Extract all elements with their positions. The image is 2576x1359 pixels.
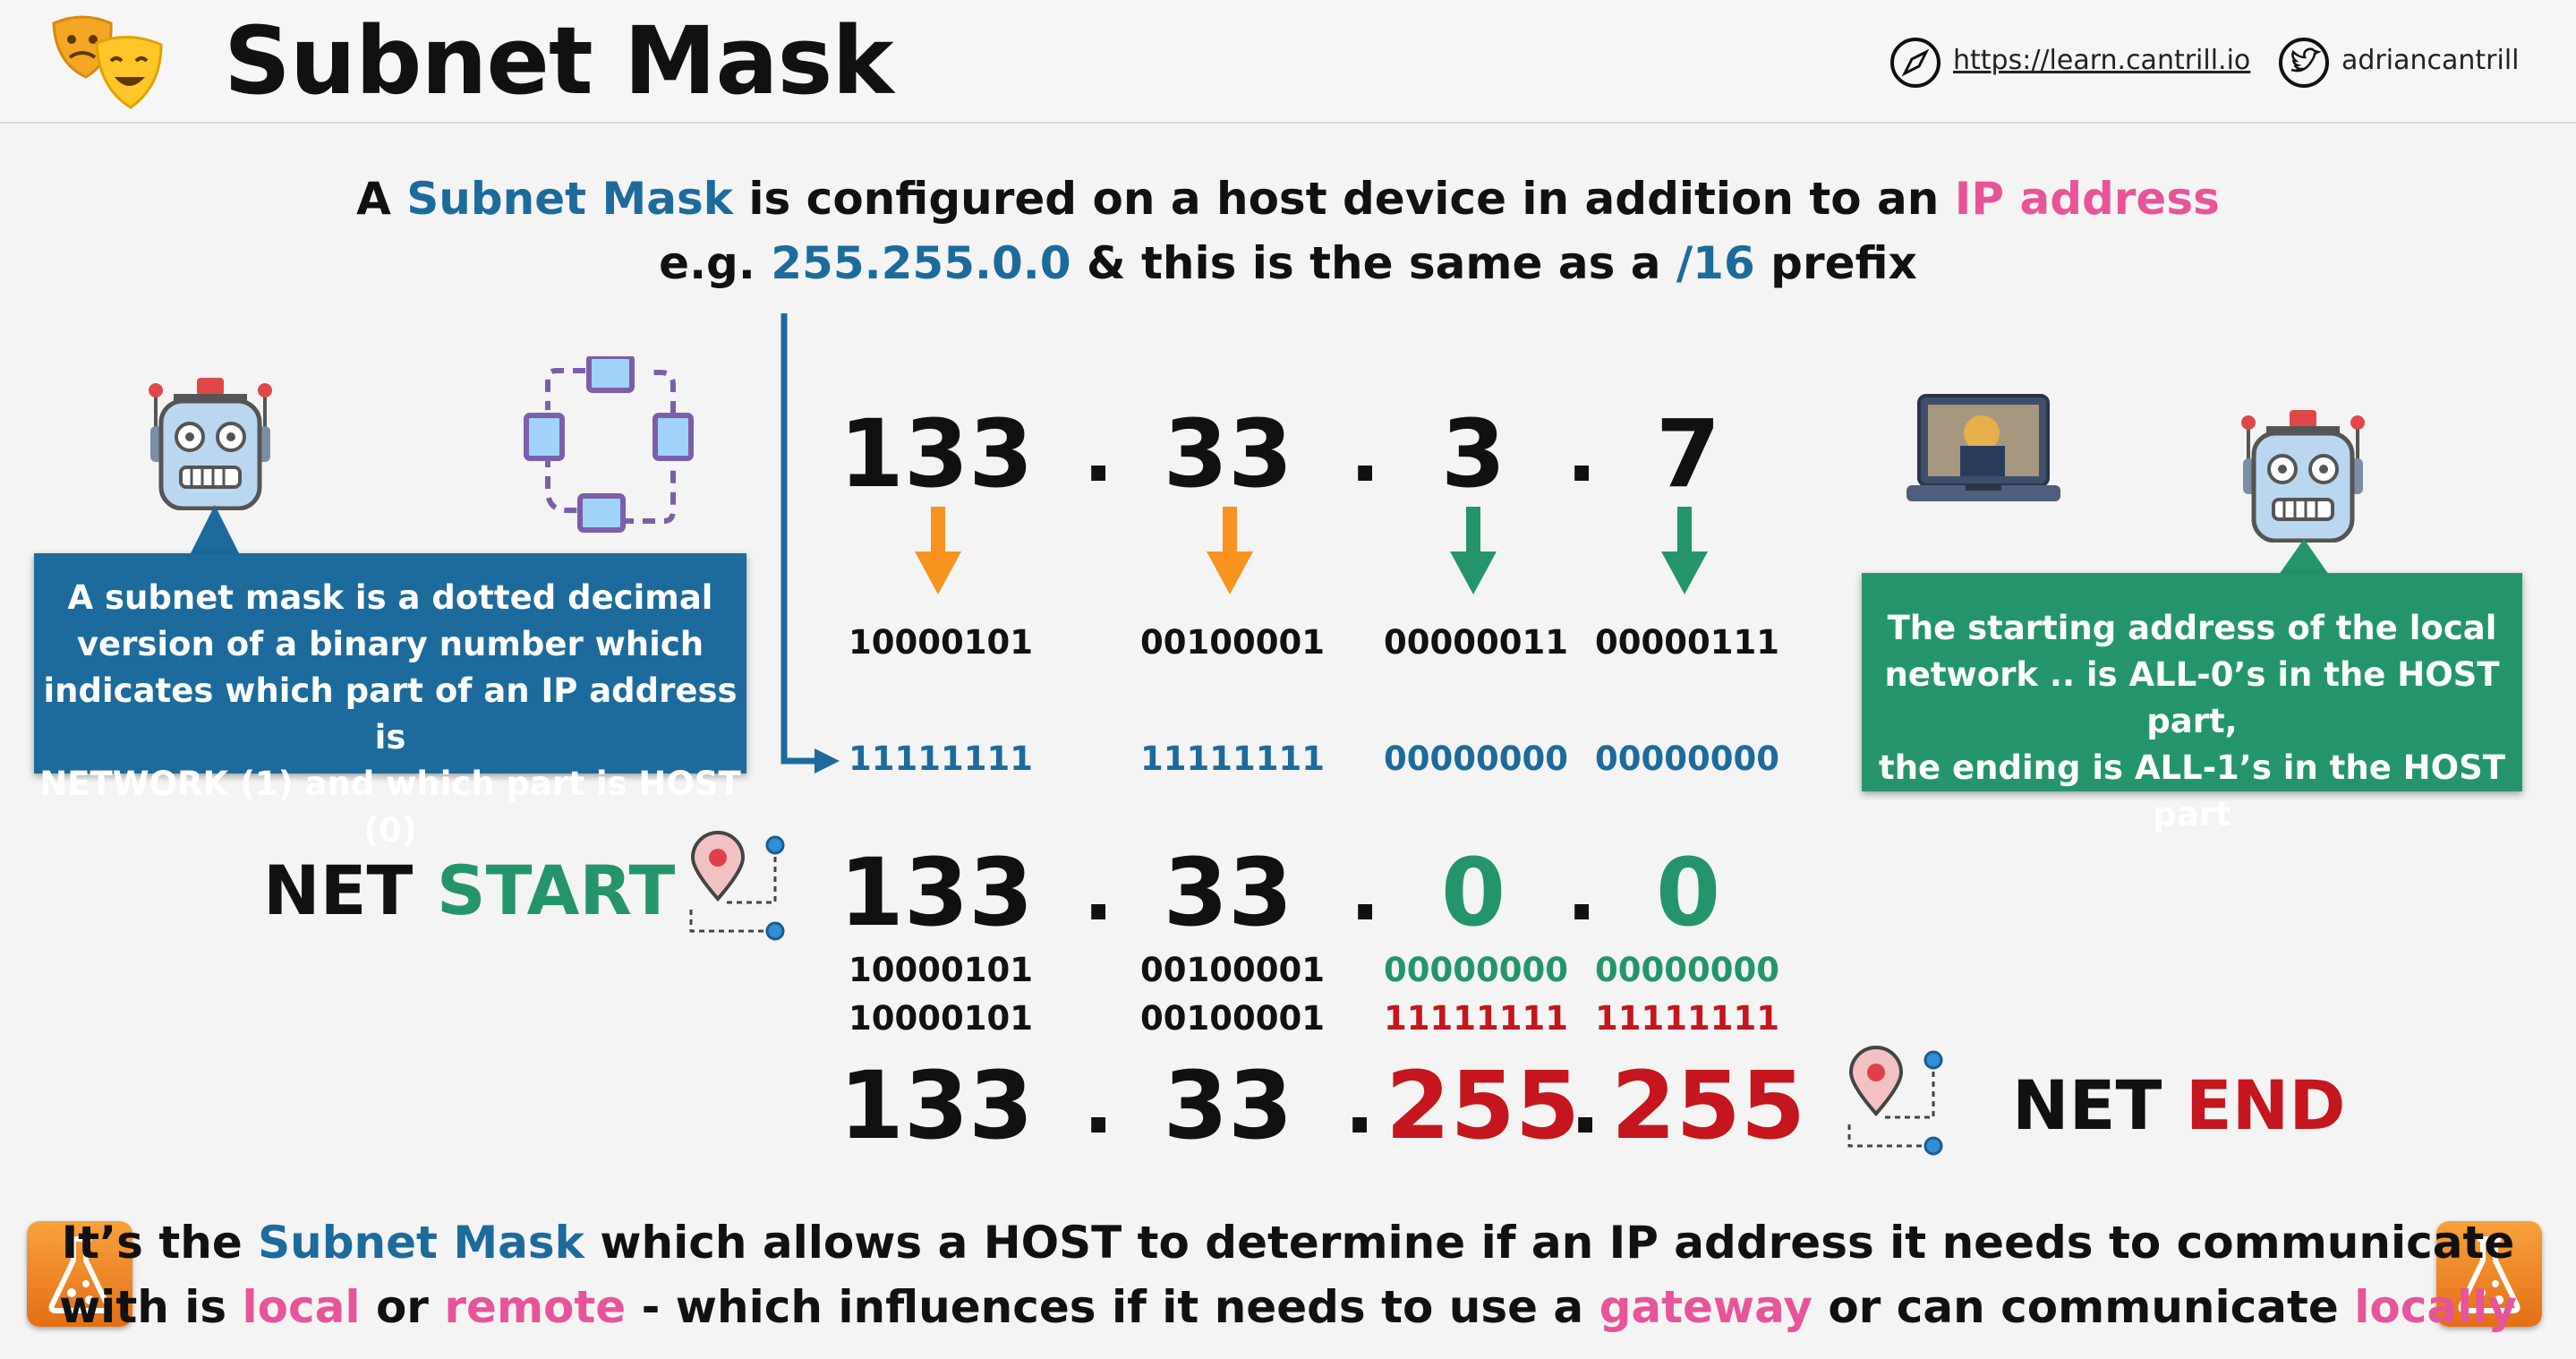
footer-text: or can communicate	[1812, 1281, 2355, 1333]
ip-octet-2: 33	[1163, 399, 1293, 509]
start-word: START	[436, 850, 676, 930]
flask-icon	[2436, 1221, 2542, 1327]
intro-term-subnet-mask: Subnet Mask	[406, 173, 733, 225]
footer-term-gateway: gateway	[1599, 1281, 1813, 1333]
ip-binary-3: 00000011	[1384, 623, 1568, 662]
footer-text: which allows a HOST to determine if an I…	[584, 1217, 2515, 1269]
intro-line-2: e.g. 255.255.0.0 & this is the same as a…	[0, 231, 2576, 295]
end-octet-4: 255	[1611, 1051, 1806, 1160]
net-label-word: NET	[2012, 1065, 2162, 1145]
footer-text: - which influences if it needs to use a	[626, 1281, 1599, 1333]
footer-term-local: local	[242, 1281, 361, 1333]
start-octet-2: 33	[1163, 838, 1293, 947]
octet-separator: .	[1083, 1058, 1114, 1152]
octet-separator: .	[1566, 845, 1598, 939]
ip-binary-2: 00100001	[1140, 623, 1325, 662]
theater-masks-icon	[52, 15, 163, 109]
intro-text: A	[356, 173, 407, 225]
footer-term-remote: remote	[444, 1281, 627, 1333]
twitter-icon	[2279, 38, 2329, 88]
orange-down-arrow-icon	[915, 507, 961, 594]
network-topology-icon	[524, 356, 694, 533]
footer-term-subnet-mask: Subnet Mask	[258, 1217, 584, 1269]
callout-line: A subnet mask is a dotted decimal	[67, 578, 713, 617]
start-binary-1: 10000101	[849, 951, 1033, 989]
callout-line: indicates which part of an IP address is	[43, 671, 738, 756]
footer-text: with is	[58, 1281, 243, 1333]
end-word: END	[2185, 1065, 2346, 1145]
callout-line: network .. is ALL-0’s in the HOST part,	[1884, 655, 2500, 740]
octet-separator: .	[1350, 406, 1381, 500]
intro-text: is configured on a host device in additi…	[732, 173, 1955, 225]
footer-line-1: It’s the Subnet Mask which allows a HOST…	[0, 1210, 2576, 1275]
orange-down-arrow-icon	[1207, 507, 1253, 594]
intro-text: prefix	[1754, 237, 1917, 289]
header-bar: Subnet Mask https://learn.cantrill.io ad…	[0, 0, 2576, 124]
intro-text: & this is the same as a	[1070, 237, 1676, 289]
mask-connector-arrow	[780, 313, 840, 774]
octet-separator: .	[1083, 845, 1114, 939]
start-binary-3: 00000000	[1384, 951, 1568, 989]
net-end-label: NET END	[2012, 1065, 2345, 1146]
right-callout: The starting address of the local networ…	[1862, 573, 2522, 833]
end-octet-3: 255	[1386, 1051, 1581, 1160]
website-link[interactable]: https://learn.cantrill.io	[1953, 45, 2251, 76]
octet-separator: .	[1344, 1058, 1376, 1152]
octet-separator: .	[1570, 1058, 1601, 1152]
mask-binary-4: 00000000	[1595, 739, 1779, 778]
octet-separator: .	[1566, 406, 1598, 500]
callout-line: The starting address of the local	[1887, 609, 2497, 647]
callout-pointer	[2279, 539, 2329, 575]
intro-term-ip-address: IP address	[1954, 173, 2220, 225]
end-binary-3: 11111111	[1384, 999, 1568, 1038]
callout-line: the ending is ALL-1’s in the HOST part	[1879, 748, 2505, 833]
start-octet-3: 0	[1440, 838, 1506, 947]
twitter-handle[interactable]: adriancantrill	[2341, 45, 2520, 76]
ip-octet-4: 7	[1655, 399, 1721, 509]
robot-icon	[149, 378, 272, 510]
flask-icon	[27, 1221, 132, 1327]
start-binary-2: 00100001	[1140, 951, 1325, 989]
left-callout: A subnet mask is a dotted decimal versio…	[34, 553, 746, 850]
callout-pointer	[190, 505, 240, 555]
end-binary-1: 10000101	[849, 999, 1033, 1038]
ip-octet-1: 133	[839, 399, 1034, 509]
ip-binary-1: 10000101	[849, 623, 1033, 662]
net-start-label: NET START	[263, 850, 675, 931]
location-pin-icon	[1847, 1046, 1943, 1156]
mask-binary-2: 11111111	[1140, 739, 1325, 778]
mask-binary-1: 11111111	[849, 739, 1033, 778]
octet-separator: .	[1350, 845, 1381, 939]
mask-binary-3: 00000000	[1384, 739, 1568, 778]
end-octet-1: 133	[839, 1051, 1034, 1160]
octet-separator: .	[1083, 406, 1114, 500]
robot-icon	[2241, 410, 2365, 543]
example-prefix: /16	[1676, 237, 1755, 289]
start-binary-4: 00000000	[1595, 951, 1779, 989]
ip-binary-4: 00000111	[1595, 623, 1779, 662]
end-binary-4: 11111111	[1595, 999, 1779, 1038]
green-down-arrow-icon	[1661, 507, 1708, 594]
callout-line: NETWORK (1) and which part is HOST (0)	[39, 765, 741, 850]
end-binary-2: 00100001	[1140, 999, 1325, 1038]
footer-text: or	[360, 1281, 445, 1333]
page-title: Subnet Mask	[224, 6, 894, 115]
intro-line-1: A Subnet Mask is configured on a host de…	[0, 167, 2576, 231]
footer-line-2: with is local or remote - which influenc…	[0, 1275, 2576, 1339]
example-mask: 255.255.0.0	[771, 237, 1071, 289]
callout-line: version of a binary number which	[76, 625, 704, 663]
laptop-icon	[1906, 394, 2060, 501]
footer-text: It’s the	[61, 1217, 259, 1269]
end-octet-2: 33	[1163, 1051, 1293, 1160]
compass-icon	[1890, 38, 1941, 88]
start-octet-1: 133	[839, 838, 1034, 947]
ip-octet-3: 3	[1440, 399, 1506, 509]
intro-text: e.g.	[659, 237, 772, 289]
footer-term-locally: locally	[2354, 1281, 2517, 1333]
location-pin-icon	[689, 831, 785, 941]
net-label-word: NET	[263, 850, 414, 930]
start-octet-4: 0	[1655, 838, 1721, 947]
green-down-arrow-icon	[1450, 507, 1497, 594]
